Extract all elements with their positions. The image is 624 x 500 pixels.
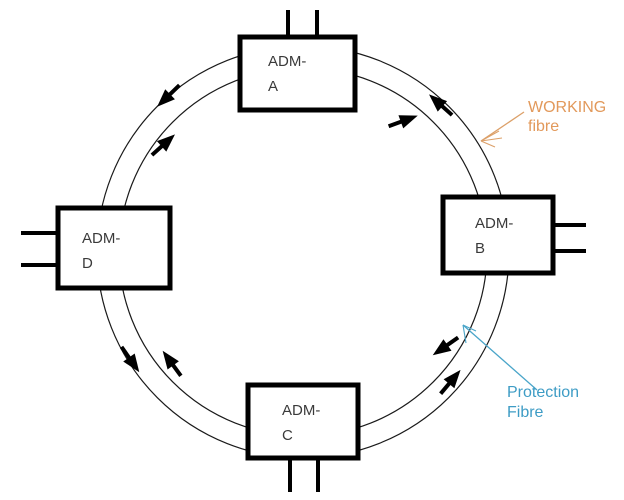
protection-fibre-arrowhead-icon xyxy=(462,324,477,344)
node-label-adm-d-line1: ADM- xyxy=(82,230,120,247)
node-adm-d: ADM- D xyxy=(21,205,173,291)
node-label-adm-d-line2: D xyxy=(82,255,93,272)
flow-arrow-inner-topleft-icon xyxy=(150,134,175,157)
node-label-adm-c-line2: C xyxy=(282,427,293,444)
node-box-adm-d xyxy=(55,205,173,291)
protection-fibre-callout: Protection Fibre xyxy=(462,324,579,421)
node-label-adm-a-line2: A xyxy=(268,78,278,95)
working-fibre-label-line1: WORKING xyxy=(528,99,606,116)
working-fibre-label-line2: fibre xyxy=(528,118,559,135)
node-adm-b: ADM- B xyxy=(440,194,586,276)
node-label-adm-a-line1: ADM- xyxy=(268,53,306,70)
flow-arrow-inner-bottomleft-icon xyxy=(162,350,183,378)
flow-arrow-outer-bottomleft-icon xyxy=(119,345,140,373)
flow-arrow-inner-topright-icon xyxy=(387,115,418,129)
node-box-adm-c xyxy=(245,382,361,461)
node-box-adm-a xyxy=(237,34,358,113)
flow-arrow-outer-bottomright-icon xyxy=(439,369,461,395)
protection-fibre-label-line2: Fibre xyxy=(507,404,544,421)
node-label-adm-b-line2: B xyxy=(475,240,485,257)
node-adm-c: ADM- C xyxy=(245,382,361,492)
working-fibre-arrowhead-icon xyxy=(480,130,503,148)
node-adm-a: ADM- A xyxy=(237,10,358,113)
node-label-adm-c-line1: ADM- xyxy=(282,402,320,419)
protection-fibre-ring xyxy=(118,67,488,437)
working-fibre-arrow-icon xyxy=(480,111,525,142)
node-label-adm-b-line1: ADM- xyxy=(475,215,513,232)
protection-fibre-arrow-icon xyxy=(462,324,538,391)
flow-arrow-inner-bottomright-icon xyxy=(432,335,460,356)
node-box-adm-b xyxy=(440,194,556,276)
flow-arrow-outer-topleft-icon xyxy=(157,83,181,107)
flow-arrow-outer-topright-icon xyxy=(429,94,454,117)
working-fibre-callout: WORKING fibre xyxy=(480,99,606,148)
protection-fibre-label-line1: Protection xyxy=(507,384,579,401)
